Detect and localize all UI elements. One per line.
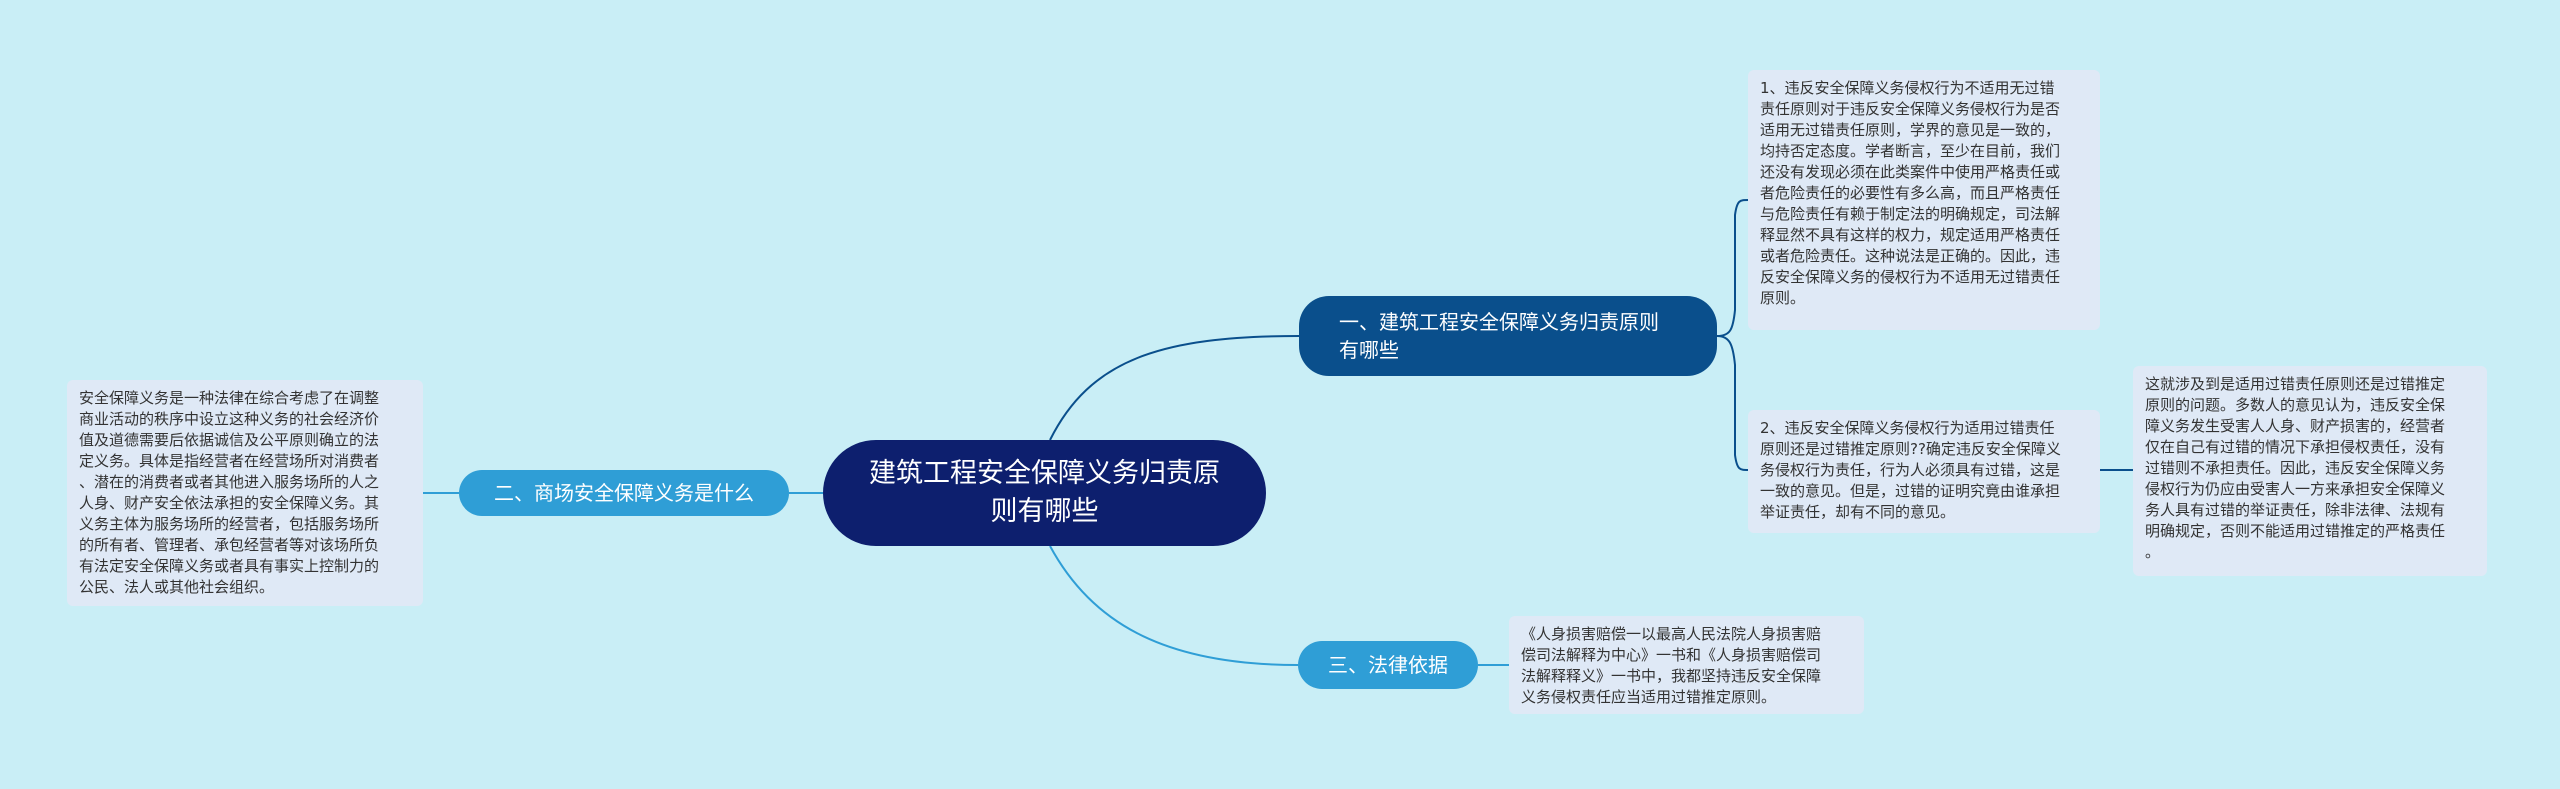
branch-topic-2[interactable]: 二、商场安全保障义务是什么 xyxy=(459,470,789,516)
leaf-note-5[interactable]: 《人身损害赔偿一以最高人民法院人身损害赔 偿司法解释为中心》一书和《人身损害赔偿… xyxy=(1509,616,1864,714)
link-root-b1 xyxy=(1049,335,1300,441)
branch-topic-1-label: 一、建筑工程安全保障义务归责原则有哪些 xyxy=(1339,310,1659,362)
leaf-note-1[interactable]: 1、违反安全保障义务侵权行为不适用无过错 责任原则对于违反安全保障义务侵权行为是… xyxy=(1748,70,2100,330)
leaf-note-3[interactable]: 这就涉及到是适用过错责任原则还是过错推定 原则的问题。多数人的意见认为，违反安全… xyxy=(2133,366,2487,576)
leaf-note-2[interactable]: 2、违反安全保障义务侵权行为适用过错责任 原则还是过错推定原则??确定违反安全保… xyxy=(1748,410,2100,533)
branch-topic-3-label: 三、法律依据 xyxy=(1328,653,1448,677)
branch-topic-3[interactable]: 三、法律依据 xyxy=(1298,641,1478,689)
link-b1-branch xyxy=(1716,199,1749,337)
root-topic-label: 建筑工程安全保障义务归责原则有哪些 xyxy=(869,458,1220,527)
link-root-b3 xyxy=(1049,545,1299,666)
leaf-note-4[interactable]: 安全保障义务是一种法律在综合考虑了在调整 商业活动的秩序中设立这种义务的社会经济… xyxy=(67,380,423,606)
branch-topic-1[interactable]: 一、建筑工程安全保障义务归责原则有哪些 xyxy=(1299,296,1717,376)
link-b1-l2 xyxy=(1716,335,1749,471)
root-topic[interactable]: 建筑工程安全保障义务归责原则有哪些 xyxy=(823,440,1266,546)
branch-topic-2-label: 二、商场安全保障义务是什么 xyxy=(494,481,754,505)
